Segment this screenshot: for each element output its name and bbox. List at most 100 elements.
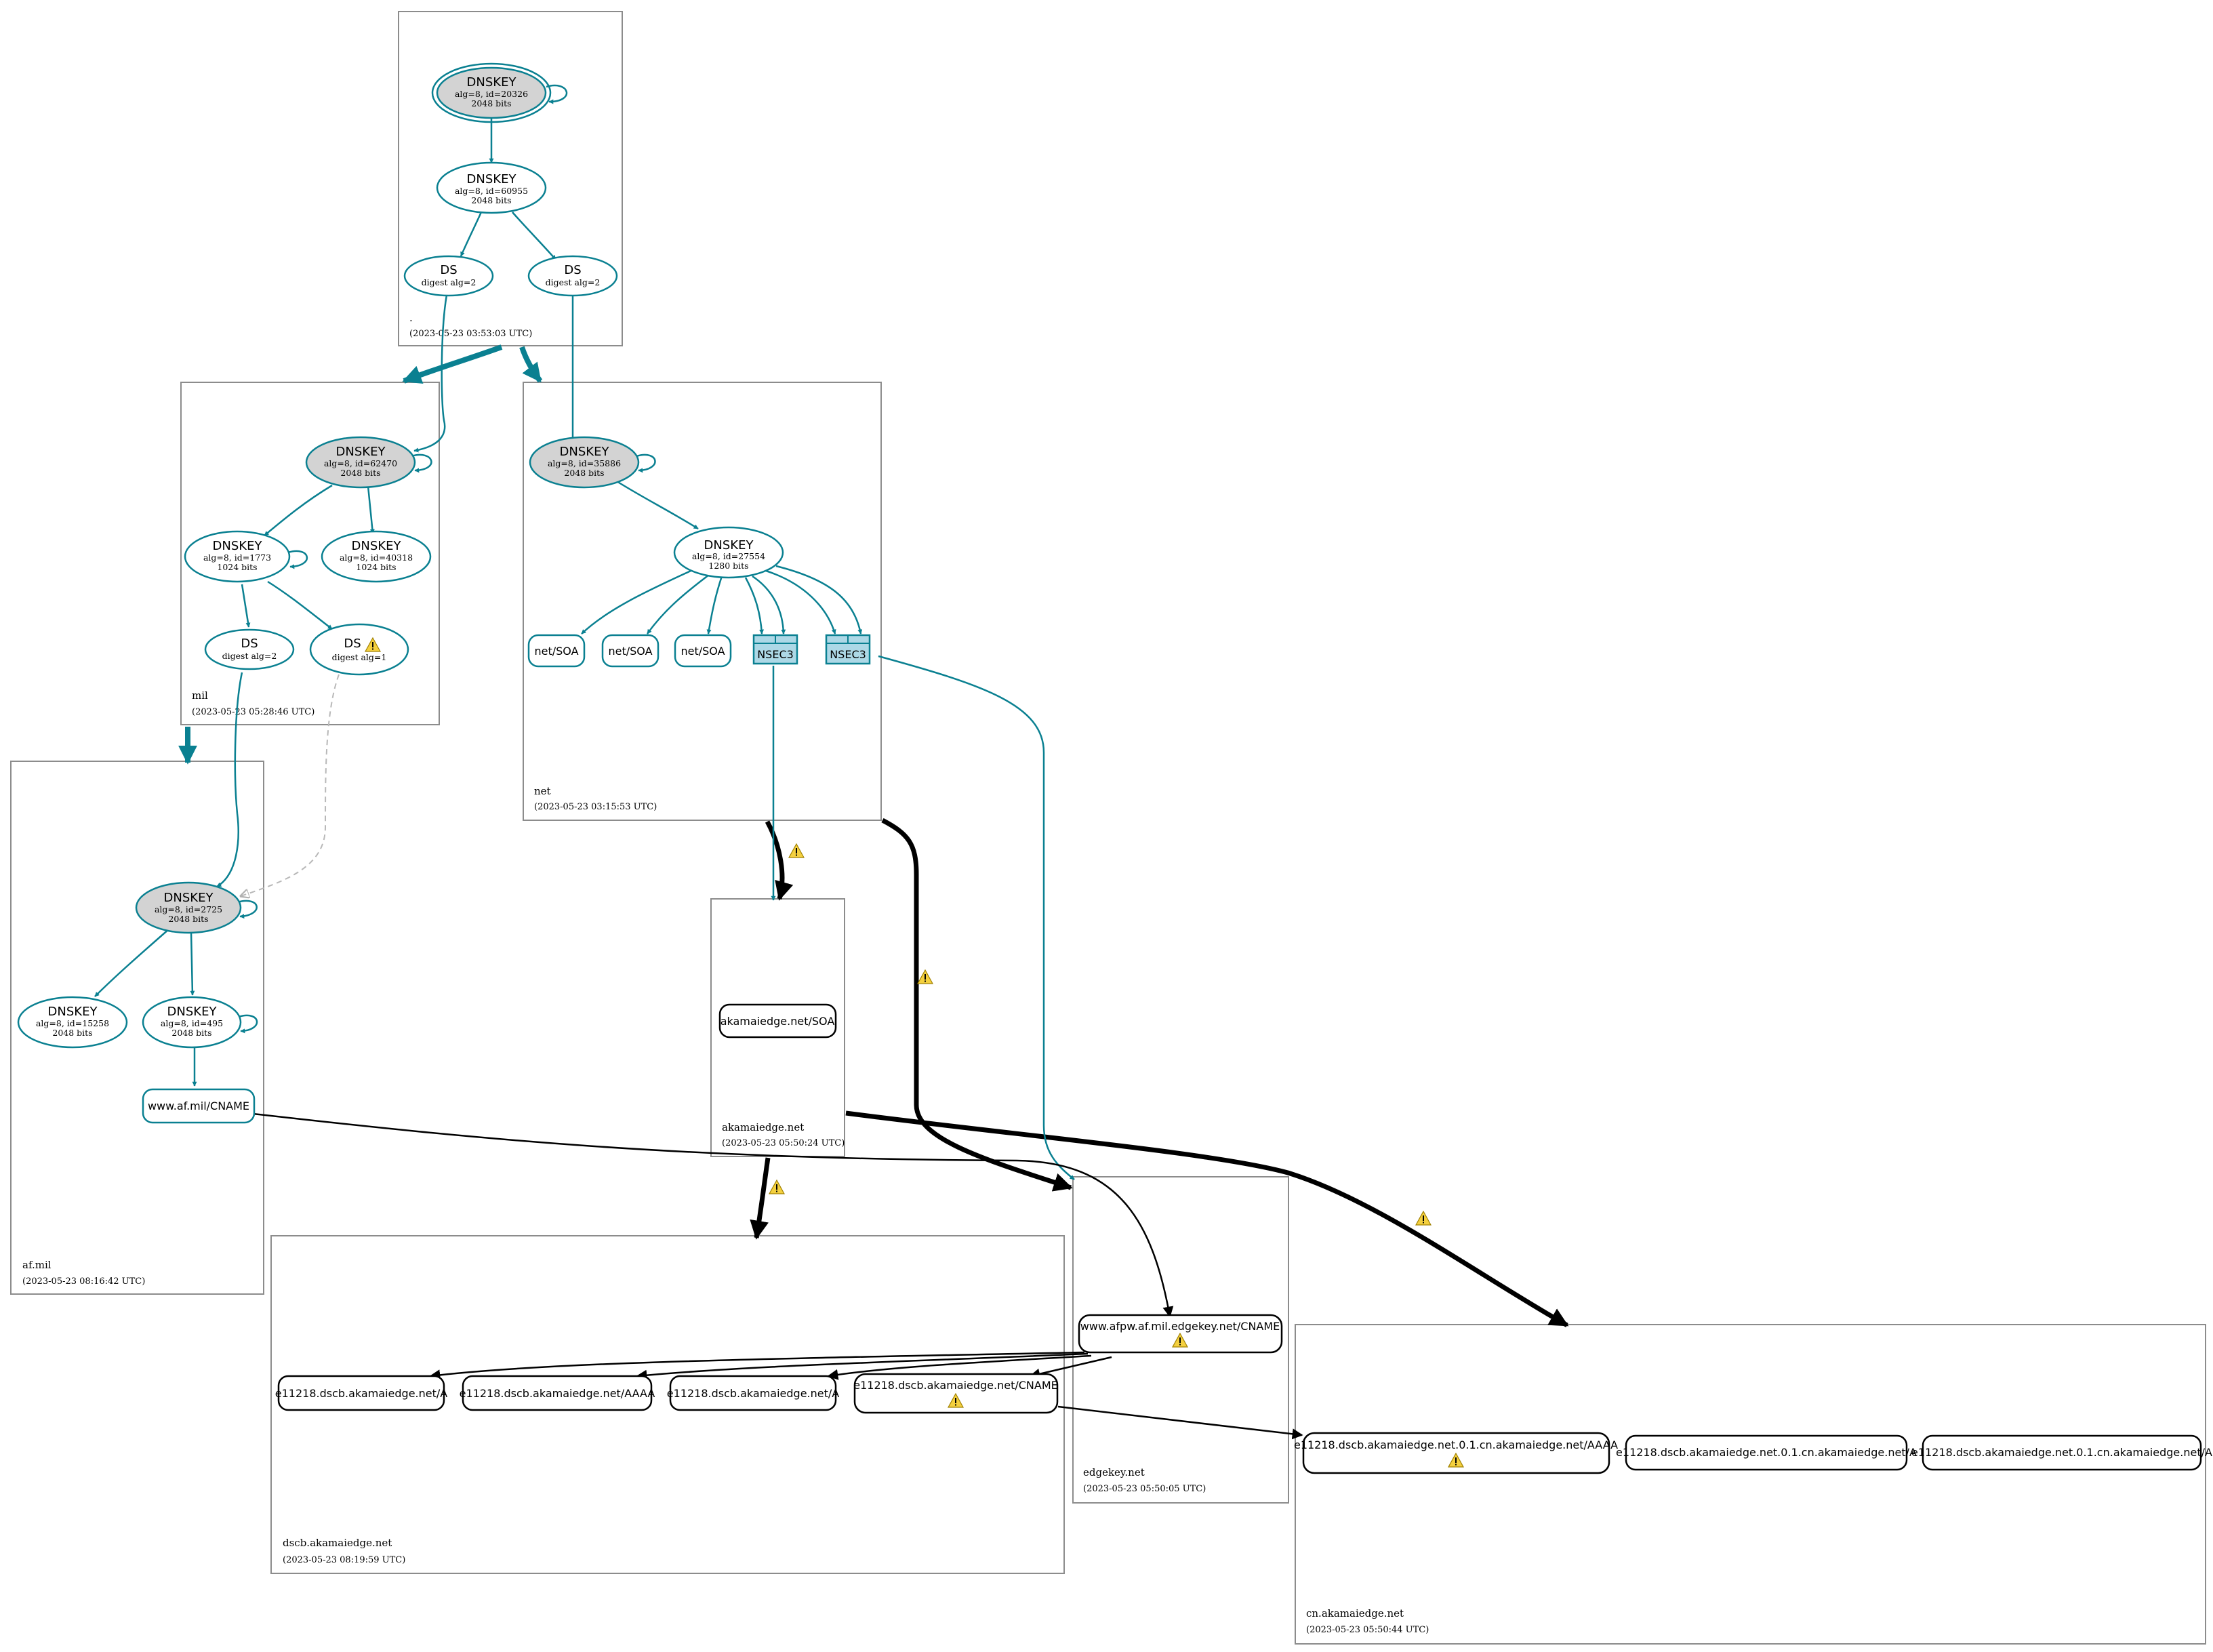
rrset-label: e11218.dscb.akamaiedge.net.0.1.cn.akamai… xyxy=(1294,1438,1618,1451)
zone-timestamp: (2023-05-23 03:53:03 UTC) xyxy=(409,329,532,339)
zone-timestamp: (2023-05-23 03:15:53 UTC) xyxy=(534,802,657,812)
rrset-node[interactable]: e11218.dscb.akamaiedge.net/AAAA xyxy=(460,1375,655,1411)
rrset-node[interactable]: e11218.dscb.akamaiedge.net/CNAME xyxy=(853,1373,1059,1414)
rrset-node[interactable]: net/SOA xyxy=(601,634,659,668)
dnskey-node[interactable]: DNSKEY alg=8, id=62470 2048 bits xyxy=(305,436,416,489)
zone-timestamp: (2023-05-23 05:50:05 UTC) xyxy=(1083,1484,1206,1494)
rrset-label: e11218.dscb.akamaiedge.net/A xyxy=(275,1387,448,1400)
nsec3-label: NSEC3 xyxy=(830,648,866,661)
dnskey-node[interactable]: DNSKEY alg=8, id=27554 1280 bits xyxy=(673,526,784,579)
node-detail: alg=8, id=20326 xyxy=(455,89,528,99)
rrset-label: net/SOA xyxy=(534,645,578,658)
node-detail: alg=8, id=2725 xyxy=(155,904,222,914)
node-title: DS xyxy=(564,263,581,277)
node-detail: 1024 bits xyxy=(217,562,257,572)
zone-name: net xyxy=(534,785,551,797)
node-title: DS xyxy=(241,637,258,651)
nsec3-node[interactable]: NSEC3 xyxy=(825,634,871,665)
rrset-label: e11218.dscb.akamaiedge.net.0.1.cn.akamai… xyxy=(1616,1446,1917,1459)
node-detail: 2048 bits xyxy=(340,468,380,478)
node-title: DNSKEY xyxy=(467,75,517,89)
delegation-akamaiedge-to-cn xyxy=(845,1110,1569,1328)
node-title: DNSKEY xyxy=(352,539,402,553)
rrset-node[interactable]: www.afpw.af.mil.edgekey.net/CNAME xyxy=(1078,1314,1283,1354)
node-detail: 2048 bits xyxy=(471,98,511,108)
dnskey-node[interactable]: DNSKEY alg=8, id=495 2048 bits xyxy=(142,996,242,1049)
rrset-node[interactable]: akamaiedge.net/SOA xyxy=(718,1003,837,1039)
zone-name: akamaiedge.net xyxy=(722,1121,804,1133)
node-detail: 2048 bits xyxy=(471,195,511,205)
node-detail: alg=8, id=60955 xyxy=(455,186,528,196)
ds-node[interactable]: DS digest alg=2 xyxy=(403,255,494,297)
zone-timestamp: (2023-05-23 05:50:24 UTC) xyxy=(722,1138,845,1148)
node-title: DNSKEY xyxy=(167,1005,218,1019)
rrset-label: net/SOA xyxy=(608,645,652,658)
zone-name: edgekey.net xyxy=(1083,1466,1145,1478)
node-title: DNSKEY xyxy=(704,538,754,552)
rrset-label: akamaiedge.net/SOA xyxy=(720,1015,835,1028)
self-loops xyxy=(237,85,656,1034)
rrset-node[interactable]: e11218.dscb.akamaiedge.net.0.1.cn.akamai… xyxy=(1911,1434,2212,1471)
zone-timestamp: (2023-05-23 08:16:42 UTC) xyxy=(22,1276,145,1287)
zone-timestamp: (2023-05-23 08:19:59 UTC) xyxy=(283,1555,405,1565)
node-detail: 2048 bits xyxy=(52,1028,92,1038)
node-detail: digest alg=2 xyxy=(546,277,601,287)
delegation-edges xyxy=(178,344,1569,1328)
nsec3-node[interactable]: NSEC3 xyxy=(752,634,798,665)
ds-node[interactable]: DS digest alg=2 xyxy=(204,628,295,670)
node-title: DNSKEY xyxy=(48,1005,98,1019)
rrset-node[interactable]: e11218.dscb.akamaiedge.net/A xyxy=(275,1375,448,1411)
zone-name: . xyxy=(409,312,413,324)
ds-node[interactable]: DS digest alg=1 xyxy=(309,623,409,676)
cname-edges xyxy=(252,1112,1303,1440)
rrset-label: www.af.mil/CNAME xyxy=(148,1100,249,1112)
zone-name: mil xyxy=(192,689,208,702)
warning-icon xyxy=(917,969,933,984)
dnskey-node[interactable]: DNSKEY alg=8, id=1773 1024 bits xyxy=(184,530,291,583)
delegation-akamaiedge-to-dscb xyxy=(750,1157,771,1240)
dnskey-node[interactable]: DNSKEY alg=8, id=60955 2048 bits xyxy=(436,161,547,214)
node-detail: alg=8, id=27554 xyxy=(692,551,765,561)
warning-icon xyxy=(769,1180,785,1194)
warning-icon xyxy=(788,843,805,858)
rrset-label: e11218.dscb.akamaiedge.net/A xyxy=(667,1387,840,1400)
node-detail: alg=8, id=40318 xyxy=(340,552,413,563)
delegation-net-to-akamaiedge xyxy=(765,820,794,901)
node-detail: 1024 bits xyxy=(356,562,396,572)
rrset-node[interactable]: net/SOA xyxy=(674,634,732,668)
warning-icon xyxy=(1415,1211,1432,1226)
rrset-node[interactable]: e11218.dscb.akamaiedge.net.0.1.cn.akamai… xyxy=(1294,1432,1618,1474)
delegation-net-to-edgekey xyxy=(881,818,1073,1192)
node-detail: alg=8, id=1773 xyxy=(203,552,271,563)
node-title: DNSKEY xyxy=(213,539,263,553)
ds-node[interactable]: DS digest alg=2 xyxy=(527,255,618,297)
zone-name: af.mil xyxy=(22,1259,52,1271)
node-title: DNSKEY xyxy=(560,445,610,459)
rrset-label: e11218.dscb.akamaiedge.net.0.1.cn.akamai… xyxy=(1911,1446,2212,1459)
rrset-node[interactable]: e11218.dscb.akamaiedge.net.0.1.cn.akamai… xyxy=(1616,1434,1917,1471)
node-detail: alg=8, id=62470 xyxy=(324,458,397,468)
delegation-root-to-mil xyxy=(402,344,503,384)
node-detail: 1280 bits xyxy=(708,561,748,571)
zone-name: cn.akamaiedge.net xyxy=(1306,1607,1404,1619)
node-detail: alg=8, id=15258 xyxy=(36,1018,109,1028)
rrset-node[interactable]: net/SOA xyxy=(527,634,586,668)
dnskey-node[interactable]: DNSKEY alg=8, id=15258 2048 bits xyxy=(17,996,128,1049)
rrset-node[interactable]: www.af.mil/CNAME xyxy=(142,1088,256,1124)
rrset-label: e11218.dscb.akamaiedge.net/CNAME xyxy=(853,1379,1058,1392)
node-detail: digest alg=2 xyxy=(422,277,476,287)
dnskey-node[interactable]: DNSKEY alg=8, id=20326 2048 bits xyxy=(431,62,552,123)
node-detail: 2048 bits xyxy=(171,1028,211,1038)
dnskey-node[interactable]: DNSKEY alg=8, id=35886 2048 bits xyxy=(529,436,640,489)
rrset-node[interactable]: e11218.dscb.akamaiedge.net/A xyxy=(667,1375,840,1411)
rrset-label: net/SOA xyxy=(681,645,725,658)
dnskey-node[interactable]: DNSKEY alg=8, id=2725 2048 bits xyxy=(135,881,242,934)
nsec3-label: NSEC3 xyxy=(757,648,794,661)
rrset-label: e11218.dscb.akamaiedge.net/AAAA xyxy=(460,1387,655,1400)
dnskey-node[interactable]: DNSKEY alg=8, id=40318 1024 bits xyxy=(321,530,432,583)
node-detail: 2048 bits xyxy=(564,468,604,478)
node-detail: alg=8, id=35886 xyxy=(548,458,621,468)
zone-cn-akamaiedge-net: cn.akamaiedge.net (2023-05-23 05:50:44 U… xyxy=(1295,1324,2206,1645)
node-title: DS xyxy=(344,637,361,651)
